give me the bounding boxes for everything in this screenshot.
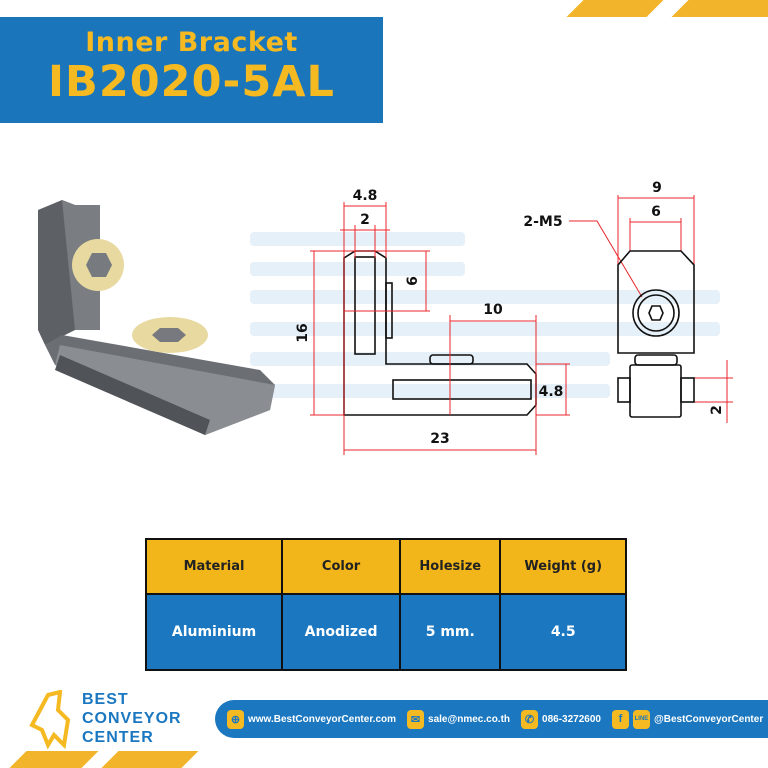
header-weight: Weight (g) [499, 538, 627, 595]
header-material: Material [144, 538, 284, 595]
dim-label: 4.8 [539, 384, 564, 400]
logo-text: CENTER [82, 729, 154, 746]
dimension-lines [310, 195, 733, 455]
globe-icon: ⊕ [227, 709, 244, 729]
phone-icon: ✆ [521, 709, 539, 729]
value-material: Aluminium [144, 593, 284, 671]
dim-label: 6 [405, 276, 421, 286]
header-holesize: Holesize [399, 538, 502, 595]
product-photo [38, 200, 275, 435]
value-color: Anodized [281, 593, 402, 671]
header-color: Color [281, 538, 402, 595]
facebook-icon[interactable]: f [611, 709, 629, 729]
decor-stripe [101, 751, 199, 768]
front-view [617, 250, 695, 418]
website-link[interactable]: www.BestConveyorCenter.com [248, 713, 397, 725]
technical-drawing: 4.8 2 6 16 10 4.8 23 9 6 2-M5 2 [38, 180, 733, 455]
dim-label: 10 [483, 302, 503, 318]
dimension-labels: 4.8 2 6 16 10 4.8 23 9 6 2-M5 2 [295, 180, 725, 447]
phone-number[interactable]: 086-3272600 [542, 713, 601, 725]
side-view [343, 250, 537, 416]
product-subtitle: Inner Bracket [85, 27, 298, 58]
dim-label: 23 [430, 431, 449, 447]
dim-label: 4.8 [353, 188, 378, 204]
value-holesize: 5 mm. [399, 593, 502, 671]
dim-label: 2 [709, 405, 725, 415]
dim-label: 6 [651, 204, 661, 220]
email-link[interactable]: sale@nmec.co.th [428, 713, 511, 725]
dim-label: 9 [652, 180, 662, 196]
logo-mark-icon [29, 690, 71, 750]
decor-stripe [9, 751, 99, 768]
spec-table: Material Color Holesize Weight (g) Alumi… [144, 538, 627, 671]
dim-label: 2 [360, 212, 370, 228]
dim-label: 16 [295, 323, 311, 342]
logo-text: BEST [82, 691, 129, 708]
dim-label: 2-M5 [523, 214, 562, 230]
logo-text: CONVEYOR [82, 710, 182, 727]
contact-bar: ⊕ www.BestConveyorCenter.com ✉ sale@nmec… [215, 700, 768, 738]
product-model: IB2020-5AL [48, 57, 335, 107]
value-weight: 4.5 [499, 593, 627, 671]
watermark [250, 232, 720, 398]
line-icon[interactable]: LINE [632, 709, 650, 729]
title-banner: Inner Bracket IB2020-5AL [0, 17, 383, 123]
mail-icon: ✉ [407, 709, 425, 729]
social-handle[interactable]: @BestConveyorCenter [653, 713, 764, 725]
company-logo: BEST CONVEYOR CENTER [28, 690, 218, 750]
